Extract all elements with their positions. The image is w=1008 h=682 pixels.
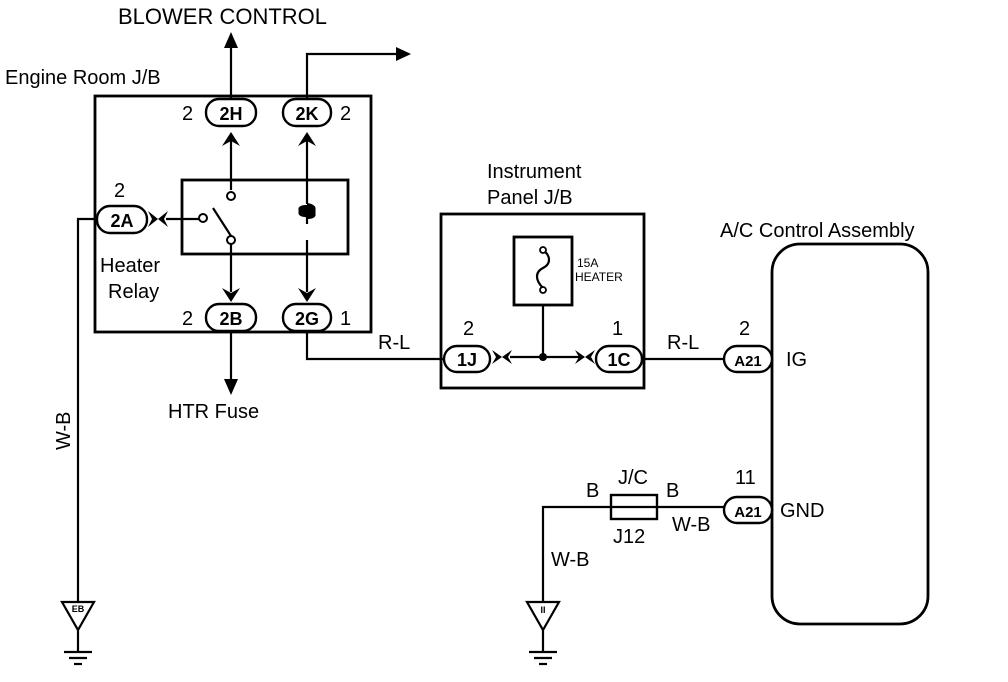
relay-contact [226, 235, 236, 245]
relay-coil [298, 202, 316, 224]
pin-2g: 1 [340, 308, 351, 330]
heater-relay-box [180, 178, 350, 256]
wire-2g-1j [305, 331, 444, 361]
terminal-ig: IG [786, 349, 807, 371]
connector-2k [281, 97, 333, 128]
wire-color-wb-left: W-B [53, 411, 75, 450]
ac-control-assembly-box [770, 242, 930, 626]
wire-color-rl-left: R-L [378, 332, 410, 354]
connector-2h-label: 2H [219, 104, 242, 124]
htr-fuse-label: HTR Fuse [168, 401, 259, 423]
arrow-up-icon [224, 32, 238, 48]
pin-a21-ig: 2 [739, 318, 750, 340]
arrow-down-icon [224, 379, 238, 395]
ground-eb-label: EB [72, 604, 85, 614]
chevron-up-icon [298, 132, 316, 146]
pin-2k: 2 [340, 103, 351, 125]
pin-a21-gnd: 11 [735, 467, 756, 489]
ground-point-ii [525, 600, 561, 633]
pin-2h: 2 [182, 103, 193, 125]
connector-2h [204, 97, 258, 128]
connector-a21-gnd [722, 495, 774, 525]
connector-a21-gnd-label: A21 [734, 504, 762, 521]
connector-a21-ig-label: A21 [734, 353, 762, 370]
chevron-down-icon [298, 288, 316, 302]
ground-ii-label: II [540, 605, 545, 615]
fuse-icon [535, 249, 551, 289]
connector-2a-label: 2A [110, 211, 133, 231]
heater-relay-label-2: Relay [108, 281, 159, 303]
chevron-left-icon [502, 350, 512, 364]
chevron-down-icon [222, 288, 240, 302]
ground-point-eb [60, 600, 96, 633]
instrument-panel-label-2: Panel J/B [487, 187, 573, 209]
relay-contact [198, 213, 208, 223]
pin-2b: 2 [182, 308, 193, 330]
relay-switch-arm [212, 207, 232, 237]
heater-relay-label-1: Heater [100, 255, 160, 277]
instrument-panel-jb-box [439, 212, 646, 390]
chevron-up-icon [222, 132, 240, 146]
connector-1j-label: 1J [457, 350, 477, 370]
connector-a21-ig [722, 344, 774, 374]
chevron-right-icon [575, 350, 585, 364]
arrow-right-icon [396, 47, 411, 61]
connector-2k-label: 2K [295, 104, 318, 124]
instrument-panel-label-1: Instrument [487, 161, 582, 183]
terminal-gnd: GND [780, 500, 824, 522]
connector-1j [442, 344, 492, 374]
wire-color-b-right: B [666, 480, 679, 502]
chevron-left-icon [158, 211, 168, 227]
j12-label: J12 [613, 526, 645, 548]
wire-color-rl-right: R-L [667, 332, 699, 354]
wire-2k-blower [305, 52, 396, 98]
pin-1j: 2 [463, 318, 474, 340]
connector-1c-label: 1C [607, 350, 630, 370]
pin-1c: 1 [612, 318, 623, 340]
jc-label: J/C [618, 467, 648, 489]
engine-room-jb-label: Engine Room J/B [5, 67, 161, 89]
fuse-rating: 15A [577, 256, 598, 270]
wire-color-wb-lower: W-B [551, 549, 590, 571]
wire-color-b-left: B [586, 480, 599, 502]
relay-contact [226, 191, 236, 201]
blower-control-label: BLOWER CONTROL [118, 4, 327, 29]
pin-2a: 2 [114, 180, 125, 202]
wire-wb-left [76, 217, 97, 602]
wire-jc-ground [541, 505, 611, 602]
wire-color-wb-jc: W-B [672, 514, 711, 536]
fuse-name: HEATER [575, 270, 623, 284]
connector-2g-label: 2G [295, 309, 319, 329]
ac-control-assembly-label: A/C Control Assembly [720, 220, 915, 242]
connector-2b-label: 2B [219, 309, 242, 329]
